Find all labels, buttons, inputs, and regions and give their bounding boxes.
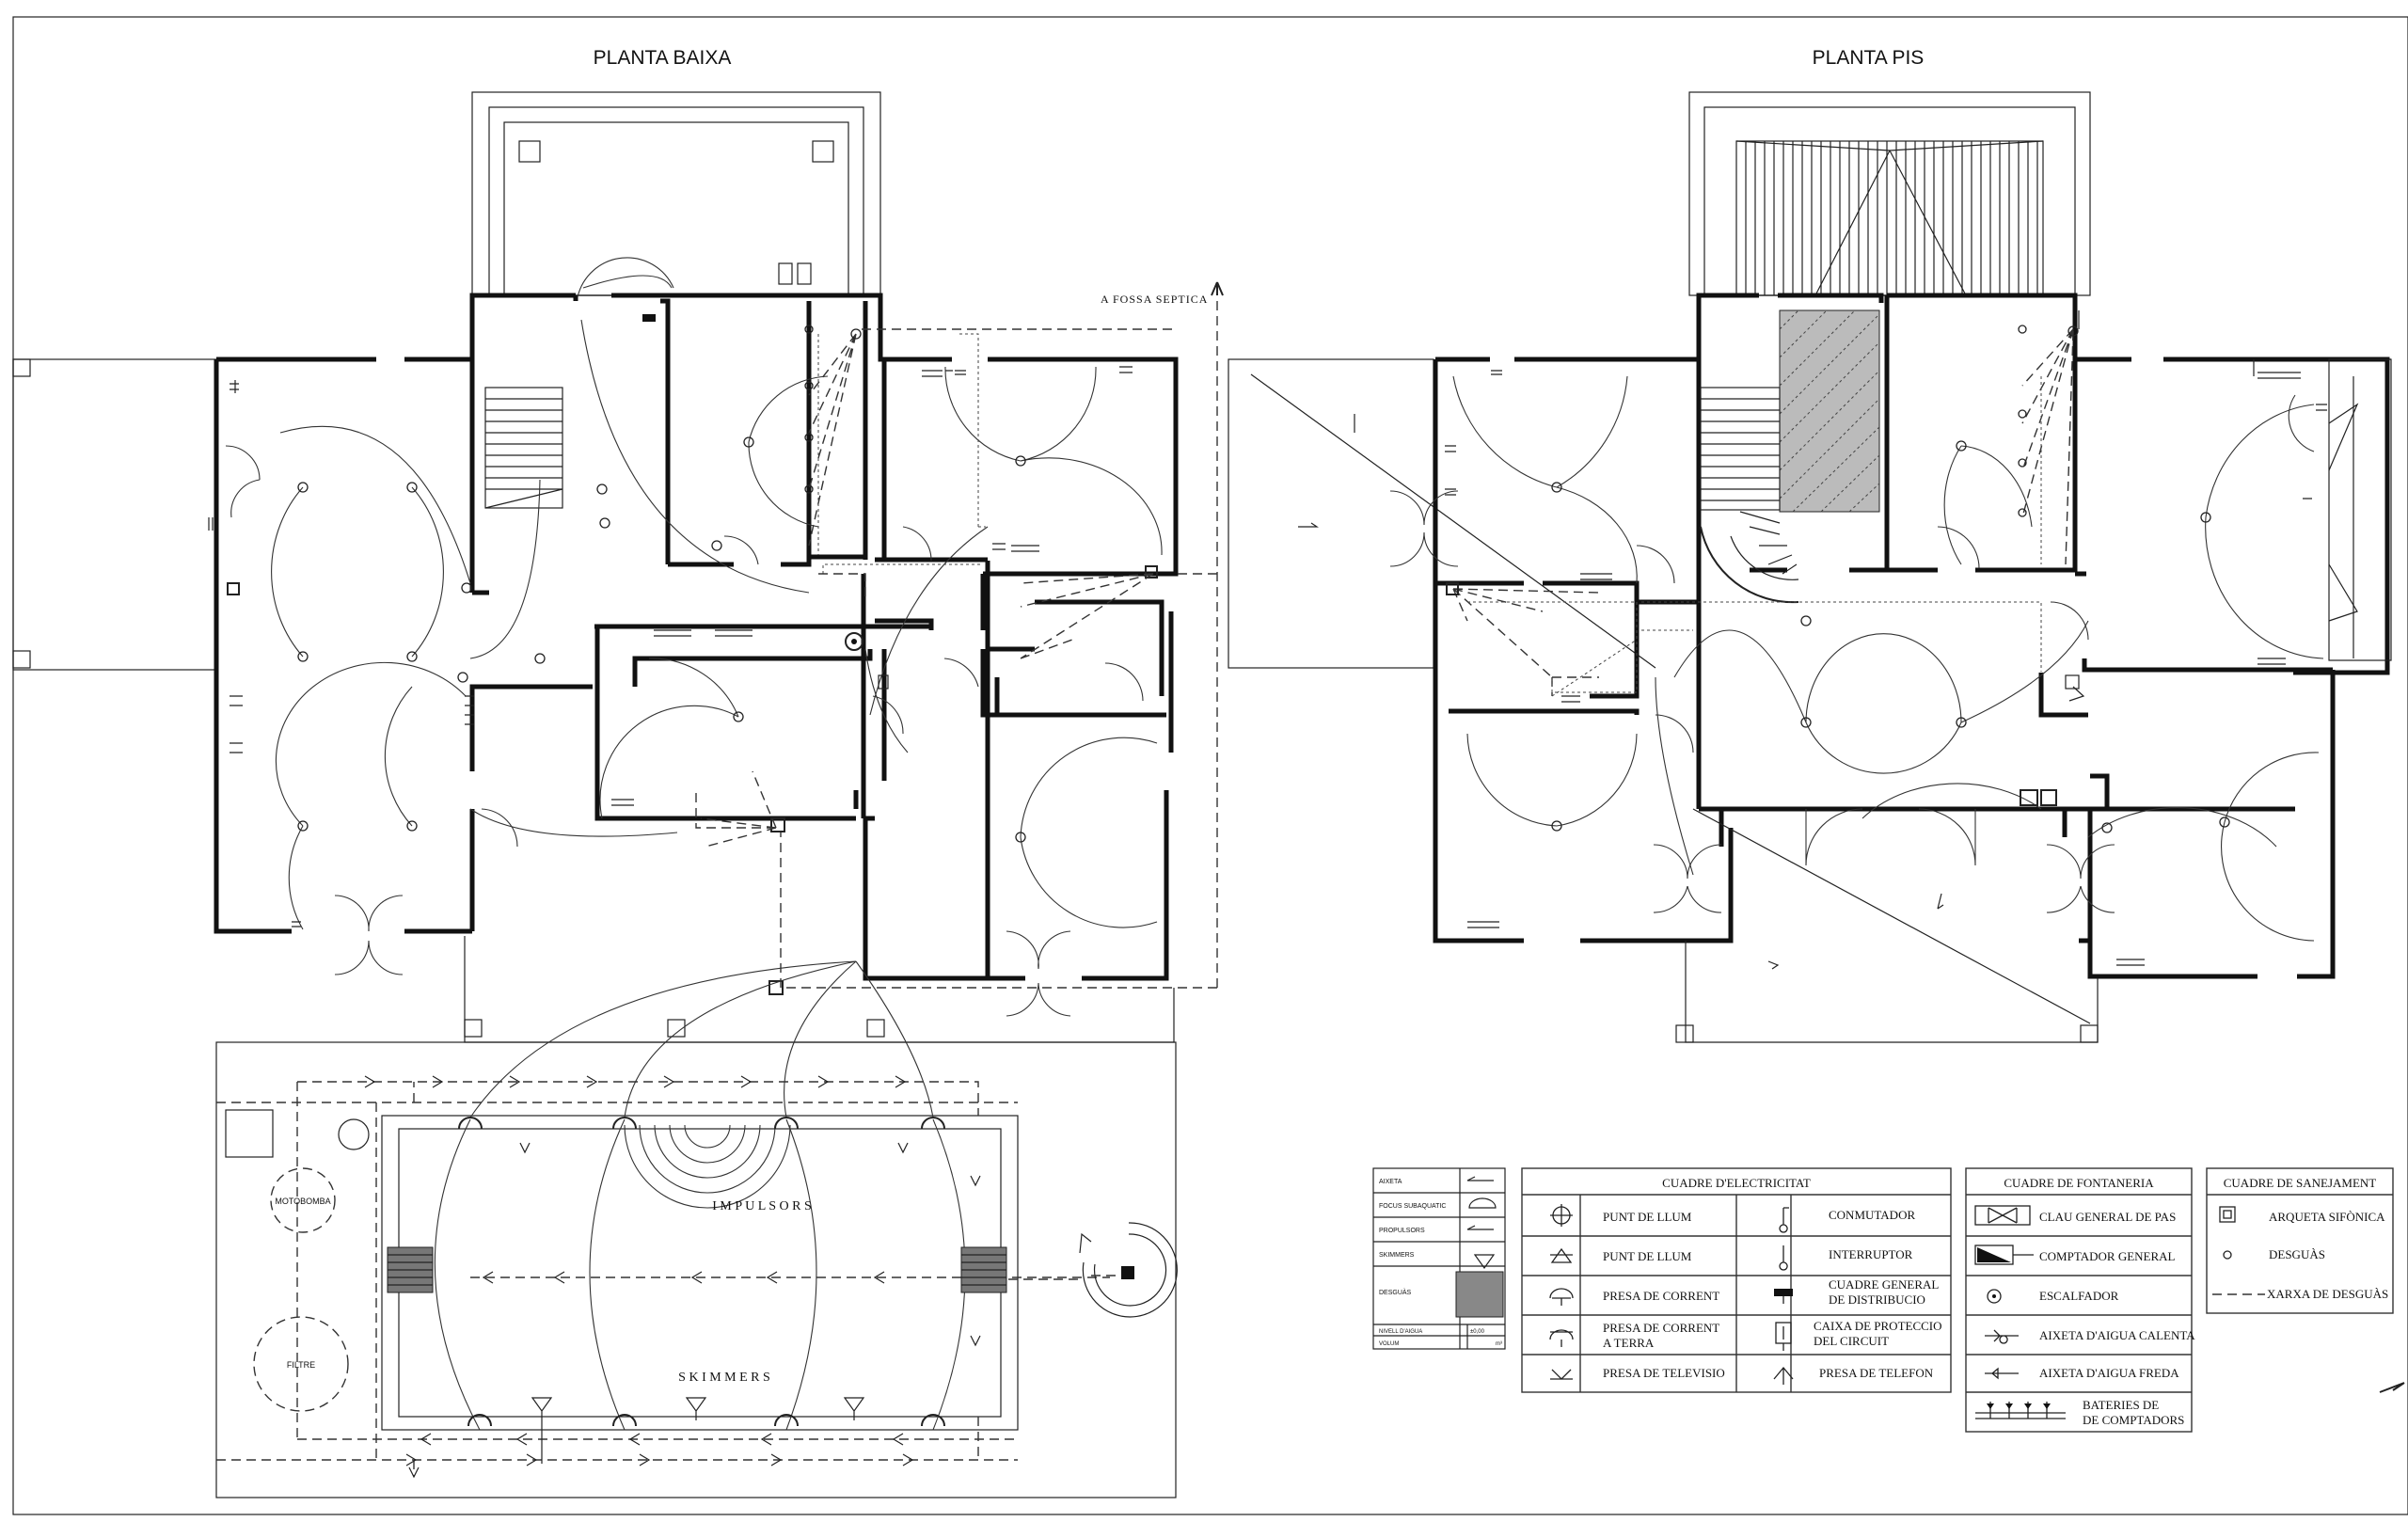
upper-wiring-arcs	[1452, 375, 2324, 942]
title-planta-baixa: PLANTA BAIXA	[594, 47, 732, 69]
ground-floor-plan: A FOSSA SEPTICA	[12, 91, 1224, 1043]
electricity-legend-title: CUADRE D'ELECTRICITAT	[1662, 1176, 1811, 1190]
left-terrace	[12, 358, 217, 671]
upper-doors	[1389, 394, 2315, 913]
pool-legend-row-desguas: DESGUÀS	[1379, 1288, 1412, 1296]
legend-bateries-2: DE COMPTADORS	[2083, 1413, 2184, 1427]
legend-presa-telefon: PRESA DE TELEFON	[1819, 1366, 1934, 1380]
cold-tap-icon	[1985, 1367, 2019, 1380]
skimmers-label: S K I M M E R S	[678, 1371, 770, 1385]
top-porch	[471, 91, 881, 296]
phone-socket-icon	[1773, 1366, 1794, 1385]
meter-battery-icon	[1975, 1402, 2066, 1419]
motobomba-circle	[270, 1167, 336, 1233]
valve-icon	[1974, 1205, 2031, 1226]
ground-fixtures	[642, 262, 1158, 995]
ground-light-points	[297, 436, 1026, 843]
electricity-legend: CUADRE D'ELECTRICITAT PUNT DE LLUM PUNT …	[1521, 1167, 1952, 1393]
socket-icon	[1549, 1288, 1574, 1306]
upper-outlets	[1445, 310, 2327, 966]
filtre-label: FILTRE	[287, 1360, 315, 1370]
legend-caixa-proteccio-1: CAIXA DE PROTECCIO	[1814, 1319, 1942, 1333]
hot-tap-icon	[1985, 1329, 2019, 1344]
pool-legend-row-focus: FOCUS SUBAQUATIC	[1379, 1203, 1446, 1210]
title-planta-pis: PLANTA PIS	[1813, 47, 1925, 69]
pool-legend-volum: VOLUM	[1379, 1341, 1399, 1347]
ground-socket-icon	[1549, 1329, 1574, 1347]
tv-socket-icon	[1550, 1369, 1573, 1380]
legend-arqueta: ARQUETA SIFÒNICA	[2269, 1210, 2385, 1224]
heater-icon	[1987, 1289, 2002, 1304]
legend-cuadre-general-2: DE DISTRIBUCIO	[1829, 1292, 1925, 1307]
ground-wiring-arcs	[271, 275, 1163, 930]
legend-caixa-proteccio-2: DEL CIRCUIT	[1814, 1334, 1889, 1348]
roof-slats	[1745, 141, 2038, 295]
pool-legend-row-propulsors: PROPULSORS	[1379, 1228, 1425, 1234]
legend-punt-de-llum-1: PUNT DE LLUM	[1603, 1210, 1692, 1224]
commutator-icon	[1779, 1207, 1789, 1233]
legend-presa-de-corrent: PRESA DE CORRENT	[1603, 1289, 1719, 1303]
upper-floor-plan	[1228, 91, 2392, 1043]
legend-conmutador: CONMUTADOR	[1829, 1208, 1915, 1222]
legend-aixeta-freda: AIXETA D'AIGUA FREDA	[2039, 1366, 2179, 1380]
legend-bateries-1: BATERIES DE	[2083, 1398, 2159, 1412]
terrace-diagonal	[1692, 808, 2091, 1024]
ground-bath-wiring	[695, 325, 1154, 848]
legend-presa-terra-2: A TERRA	[1603, 1336, 1655, 1350]
septic-label: A FOSSA SEPTICA	[1101, 293, 1208, 306]
upper-light-points	[1551, 440, 2230, 833]
legend-comptador-general: COMPTADOR GENERAL	[2039, 1249, 2176, 1263]
ground-stairs	[484, 387, 563, 509]
trap-box-icon	[2219, 1206, 2236, 1223]
plumbing-legend: CUADRE DE FONTANERIA CLAU GENERAL DE PAS…	[1965, 1167, 2195, 1433]
light-point-wall-icon	[1550, 1247, 1573, 1263]
upper-stairs	[1700, 387, 1799, 604]
pool-legend-row-skimmers: SKIMMERS	[1379, 1252, 1415, 1259]
pool-legend-nivell: NIVELL D'AIGUA	[1379, 1329, 1422, 1335]
plumbing-legend-title: CUADRE DE FONTANERIA	[2004, 1176, 2154, 1190]
legend-clau-general: CLAU GENERAL DE PAS	[2039, 1210, 2176, 1224]
impulsors-label: I M P U L S O R S	[712, 1199, 812, 1213]
legend-escalfador: ESCALFADOR	[2039, 1289, 2119, 1303]
sheet-frame	[12, 16, 2408, 1515]
legend-interruptor: INTERRUPTOR	[1829, 1247, 1913, 1261]
legend-punt-de-llum-2: PUNT DE LLUM	[1603, 1249, 1692, 1263]
sanitation-legend-title: CUADRE DE SANEJAMENT	[2224, 1176, 2377, 1190]
pool-zone-boundary	[215, 1041, 1177, 1498]
pool-legend: AIXETA FOCUS SUBAQUATIC PROPULSORS SKIMM…	[1372, 1167, 1506, 1350]
legend-xarxa-desguas: XARXA DE DESGUÀS	[2267, 1287, 2388, 1301]
ground-drainage	[780, 281, 1224, 989]
ground-doors	[225, 257, 1144, 1017]
north-arrow-icon	[2379, 1382, 2405, 1393]
pool-outer	[381, 1115, 1019, 1431]
filtre-circle	[253, 1316, 349, 1412]
motobomba-label: MOTOBOMBA	[275, 1197, 330, 1206]
upper-bath-wiring	[1446, 325, 2079, 697]
legend-aixeta-calenta: AIXETA D'AIGUA CALENTA	[2039, 1328, 2195, 1342]
ground-outlets	[208, 366, 1133, 927]
legend-cuadre-general-1: CUADRE GENERAL	[1829, 1277, 1939, 1292]
sanitation-legend: CUADRE DE SANEJAMENT ARQUETA SIFÒNICA DE…	[2206, 1167, 2394, 1314]
legend-presa-terra-1: PRESA DE CORRENT	[1603, 1321, 1719, 1335]
hatched-shaft	[1779, 309, 1880, 513]
pool-legend-nivell-value: ±0,00	[1470, 1329, 1485, 1335]
pool-area: I M P U L S O R S S K I M M E R S MOTOBO…	[215, 960, 1178, 1498]
distribution-board-icon	[1774, 1289, 1793, 1296]
drain-icon	[2223, 1250, 2232, 1260]
legend-presa-televisio: PRESA DE TELEVISIO	[1603, 1366, 1725, 1380]
equipment-box	[225, 1109, 274, 1158]
pool-legend-volum-unit: m³	[1496, 1341, 1502, 1347]
switch-icon	[1779, 1245, 1788, 1271]
legend-desguas: DESGUÀS	[2269, 1247, 2325, 1261]
pool-legend-row-aixeta: AIXETA	[1379, 1179, 1402, 1185]
